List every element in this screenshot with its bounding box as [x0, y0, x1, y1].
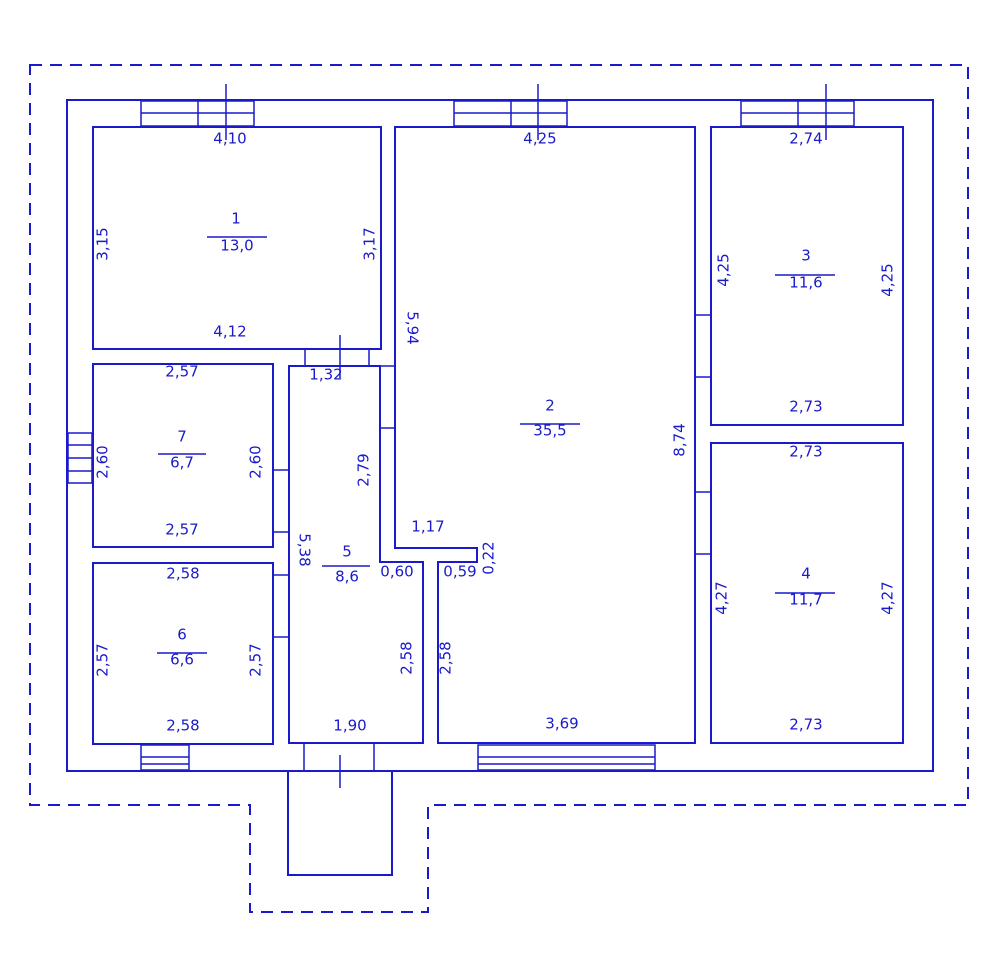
plan-linework — [29, 64, 969, 913]
area-underlines — [157, 236, 835, 654]
dimension-label: 2,58 — [398, 641, 416, 674]
room-area-label: 11,7 — [789, 591, 822, 609]
dimension-label: 0,22 — [480, 541, 498, 574]
room-area-label: 13,0 — [220, 237, 253, 255]
dimension-label: 2,57 — [247, 643, 265, 676]
dimension-label: 5,94 — [404, 311, 422, 344]
dimension-label: 4,25 — [879, 263, 897, 296]
door-openings — [273, 314, 711, 772]
dimension-label: 4,12 — [213, 323, 246, 341]
room-2-outline — [394, 126, 696, 744]
dimension-label: 1,90 — [333, 717, 366, 735]
dimension-label: 4,27 — [879, 581, 897, 614]
room-area-label: 6,7 — [170, 454, 194, 472]
dimension-label: 8,74 — [671, 423, 689, 456]
room-area-label: 35,5 — [533, 422, 566, 440]
dimension-label: 2,79 — [355, 453, 373, 486]
room-number-label: 5 — [342, 543, 352, 561]
dimension-label: 2,57 — [165, 363, 198, 381]
dimension-label: 2,74 — [789, 130, 822, 148]
room-number-label: 2 — [545, 397, 555, 415]
dimension-label: 2,60 — [94, 445, 112, 478]
room-area-label: 8,6 — [335, 568, 359, 586]
room-number-label: 3 — [801, 247, 811, 265]
dimension-label: 0,60 — [380, 563, 413, 581]
dimension-label: 2,58 — [166, 717, 199, 735]
plan-labels: 1 13,0 4,10 4,12 3,15 3,17 2 35,5 4,25 5,94 8,74 1,… — [94, 130, 897, 735]
dimension-label: 2,58 — [166, 565, 199, 583]
room-6-outline — [92, 562, 274, 745]
room-number-label: 1 — [231, 210, 241, 228]
dimension-label: 1,17 — [411, 518, 444, 536]
dimension-label: 5,38 — [296, 533, 314, 566]
room-1-outline — [92, 126, 382, 350]
room-number-label: 4 — [801, 565, 811, 583]
dimension-label: 2,73 — [789, 443, 822, 461]
room-3-outline — [710, 126, 904, 426]
dimension-label: 4,25 — [523, 130, 556, 148]
dimension-label: 3,69 — [545, 715, 578, 733]
room-number-label: 7 — [177, 428, 187, 446]
dimension-label: 3,17 — [361, 227, 379, 260]
dimension-label: 4,27 — [713, 581, 731, 614]
dimension-label: 2,57 — [165, 521, 198, 539]
dimension-label: 2,60 — [247, 445, 265, 478]
dimension-label: 1,32 — [309, 366, 342, 384]
dimension-label: 0,59 — [443, 563, 476, 581]
dimension-label: 4,25 — [715, 253, 733, 286]
dimension-label: 4,10 — [213, 130, 246, 148]
dimension-label: 2,73 — [789, 716, 822, 734]
room-area-label: 11,6 — [789, 274, 822, 292]
dimension-label: 2,73 — [789, 398, 822, 416]
dimension-label: 3,15 — [94, 227, 112, 260]
dimension-label: 2,57 — [94, 643, 112, 676]
windows — [67, 84, 855, 771]
dimension-label: 2,58 — [437, 641, 455, 674]
building-outline — [66, 99, 934, 772]
room-7-outline — [92, 363, 274, 548]
room-area-label: 6,6 — [170, 651, 194, 669]
room-4-outline — [710, 442, 904, 744]
room-number-label: 6 — [177, 626, 187, 644]
outer-boundary — [29, 64, 969, 913]
